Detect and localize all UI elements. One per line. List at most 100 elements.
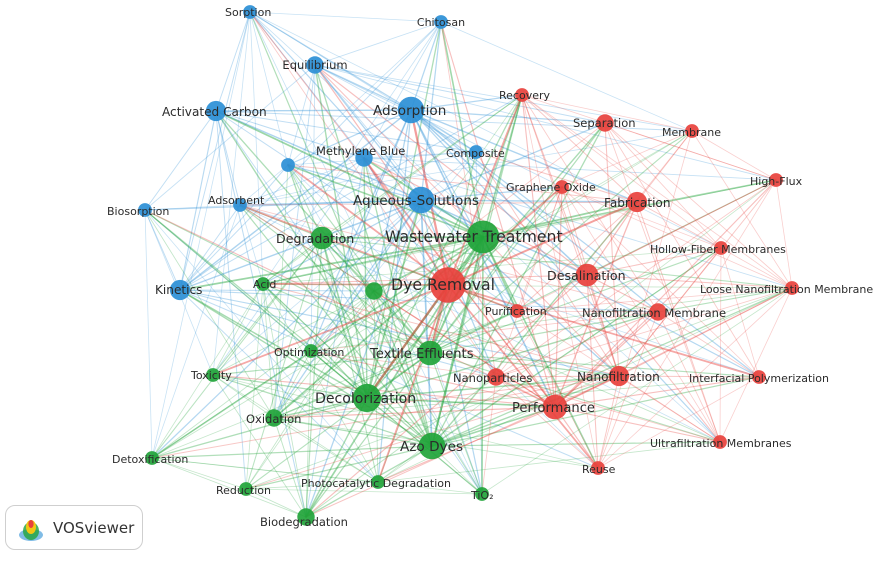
label-decolorization[interactable]: Decolorization [315, 391, 416, 407]
node-adsorption[interactable] [397, 96, 425, 124]
node-interfacial_polymerization[interactable] [752, 370, 766, 384]
link-hollow_fiber-desalination [586, 247, 722, 276]
node-high_flux[interactable] [769, 173, 783, 187]
label-separation[interactable]: Separation [573, 116, 636, 130]
node-photocatalytic_degradation[interactable] [371, 475, 385, 489]
label-interfacial_polymerization[interactable]: Interfacial Polymerization [689, 372, 829, 385]
label-toxicity[interactable]: Toxicity [190, 369, 232, 382]
node-oxidation[interactable] [265, 409, 283, 427]
label-high_flux[interactable]: High-Flux [750, 175, 803, 188]
node-adsorbent[interactable] [233, 198, 247, 212]
label-ultrafiltration[interactable]: Ultrafiltration Membranes [650, 437, 792, 450]
label-adsorbent[interactable]: Adsorbent [208, 194, 265, 207]
label-nanofiltration[interactable]: Nanofiltration [577, 370, 660, 384]
label-biosorption[interactable]: Biosorption [107, 205, 169, 218]
label-degradation[interactable]: Degradation [276, 231, 354, 246]
node-dye_removal[interactable] [430, 267, 466, 303]
node-hollow_fiber[interactable] [714, 241, 728, 255]
label-hollow_fiber[interactable]: Hollow-Fiber Membranes [650, 243, 786, 256]
link-high_flux-nanofiltration [618, 179, 777, 377]
node-azo_dyes[interactable] [418, 432, 446, 460]
label-optimization[interactable]: Optimization [274, 346, 344, 359]
label-dye_removal[interactable]: Dye Removal [391, 275, 495, 294]
node-composite[interactable] [469, 145, 483, 159]
node-methylene_blue[interactable] [355, 149, 373, 167]
node-graphene_oxide[interactable] [555, 180, 569, 194]
label-nanoparticles[interactable]: Nanoparticles [453, 371, 532, 385]
node-acid[interactable] [256, 277, 270, 291]
label-equilibrium[interactable]: Equilibrium [282, 58, 347, 72]
node-degradation[interactable] [310, 226, 334, 250]
node-toxicity[interactable] [206, 368, 220, 382]
node-sorption[interactable] [243, 5, 257, 19]
node-nanofiltration[interactable] [608, 365, 630, 387]
link-methylene_blue-tio2 [363, 157, 483, 495]
node-textile_effluents[interactable] [417, 340, 443, 366]
label-sorption[interactable]: Sorption [225, 6, 271, 19]
label-chitosan[interactable]: Chitosan [417, 16, 465, 29]
label-azo_dyes[interactable]: Azo Dyes [400, 439, 463, 455]
label-nf_membrane[interactable]: Nanofiltration Membrane [582, 306, 726, 320]
node-biosorption[interactable] [138, 203, 152, 217]
label-photocatalytic_degradation[interactable]: Photocatalytic Degradation [301, 477, 451, 490]
link-wastewater_treatment-green_unl [373, 236, 484, 292]
label-kinetics[interactable]: Kinetics [155, 283, 202, 297]
label-oxidation[interactable]: Oxidation [246, 412, 301, 426]
label-graphene_oxide[interactable]: Graphene Oxide [506, 181, 596, 194]
node-kinetics[interactable] [169, 279, 191, 301]
node-tio2[interactable] [475, 487, 489, 501]
node-recovery[interactable] [515, 88, 529, 102]
link-graphene_oxide-performance [554, 186, 563, 408]
node-reduction[interactable] [239, 482, 253, 496]
label-textile_effluents[interactable]: Textile Effluents [369, 347, 474, 362]
label-detoxification[interactable]: Detoxification [112, 453, 188, 466]
node-desalination[interactable] [575, 263, 599, 287]
node-fabrication[interactable] [626, 191, 648, 213]
label-composite[interactable]: Composite [446, 147, 505, 160]
node-wastewater_treatment[interactable] [466, 220, 500, 254]
label-performance[interactable]: Performance [512, 401, 595, 416]
node-loose_nf[interactable] [785, 281, 799, 295]
label-acid[interactable]: Acid [253, 278, 276, 291]
node-nanoparticles[interactable] [487, 368, 505, 386]
node-nf_membrane[interactable] [649, 303, 667, 321]
label-methylene_blue[interactable]: Methylene Blue [316, 144, 405, 158]
link-sorption-detoxification [151, 11, 251, 459]
node-membrane[interactable] [685, 124, 699, 138]
label-recovery[interactable]: Recovery [499, 89, 550, 102]
label-membrane[interactable]: Membrane [662, 126, 721, 139]
node-green_unl[interactable] [365, 282, 383, 300]
link-methylene_blue-nanoparticles [363, 157, 497, 378]
label-fabrication[interactable]: Fabrication [604, 196, 671, 210]
node-activated_carbon[interactable] [205, 100, 227, 122]
label-reduction[interactable]: Reduction [216, 484, 271, 497]
node-ultrafiltration[interactable] [713, 435, 727, 449]
label-tio2[interactable]: TiO₂ [470, 489, 494, 502]
node-reuse[interactable] [591, 461, 605, 475]
label-loose_nf[interactable]: Loose Nanofiltration Membrane [700, 283, 873, 296]
label-aqueous_solutions[interactable]: Aqueous-Solutions [353, 193, 479, 209]
label-adsorption[interactable]: Adsorption [373, 103, 446, 119]
label-reuse[interactable]: Reuse [582, 463, 616, 476]
label-activated_carbon[interactable]: Activated Carbon [162, 105, 267, 119]
node-performance[interactable] [542, 394, 568, 420]
link-textile_effluents-membrane [429, 130, 693, 354]
label-wastewater_treatment[interactable]: Wastewater Treatment [385, 227, 563, 246]
node-blue_unl[interactable] [281, 158, 295, 172]
label-desalination[interactable]: Desalination [547, 268, 626, 283]
label-purification[interactable]: Purification [485, 305, 547, 318]
node-aqueous_solutions[interactable] [407, 186, 435, 214]
node-detoxification[interactable] [145, 451, 159, 465]
label-biodegradation[interactable]: Biodegradation [260, 515, 348, 529]
vosviewer-badge[interactable]: VOSviewer [5, 505, 143, 550]
node-optimization[interactable] [304, 344, 318, 358]
node-biodegradation[interactable] [297, 508, 315, 526]
link-activated_carbon-adsorption [215, 109, 412, 112]
node-equilibrium[interactable] [306, 56, 324, 74]
node-chitosan[interactable] [434, 15, 448, 29]
node-separation[interactable] [596, 114, 614, 132]
node-decolorization[interactable] [352, 383, 382, 413]
node-purification[interactable] [510, 304, 524, 318]
